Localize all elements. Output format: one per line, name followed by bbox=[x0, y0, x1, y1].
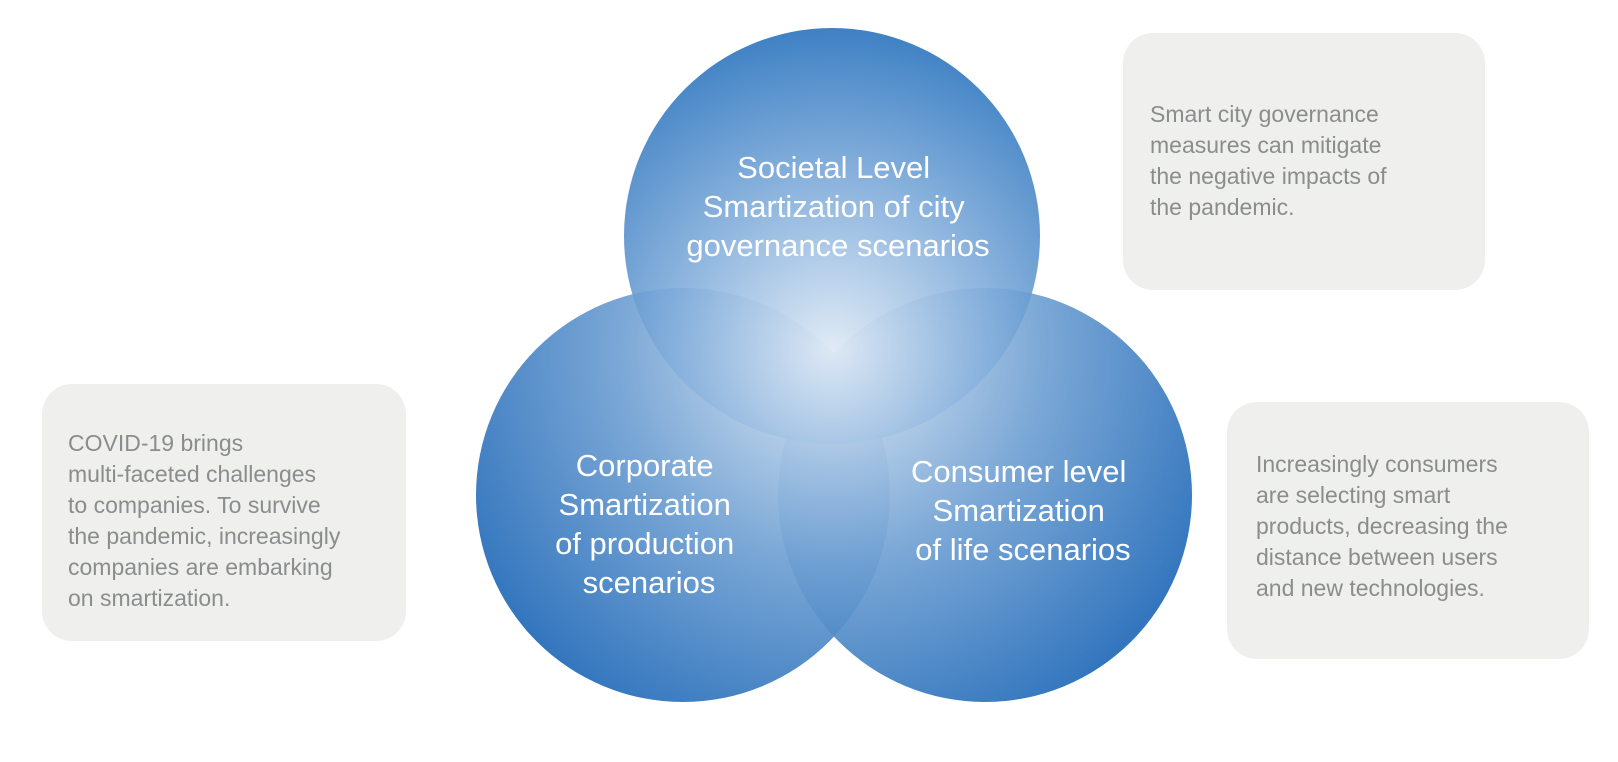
consumer-note-box: Increasingly consumers are selecting sma… bbox=[1227, 402, 1589, 659]
consumer-label: Consumer level Smartization of life scen… bbox=[911, 454, 1135, 567]
corporate-label-line: of production bbox=[555, 526, 734, 561]
societal-note-box: Smart city governance measures can mitig… bbox=[1123, 33, 1485, 290]
societal-note-text: Smart city governance measures can mitig… bbox=[1150, 101, 1387, 220]
corporate-label-line: scenarios bbox=[583, 565, 716, 600]
societal-label-line: Societal Level bbox=[737, 150, 930, 185]
societal-label: Societal Level Smartization of city gove… bbox=[686, 150, 989, 263]
corporate-label-line: Smartization bbox=[559, 487, 731, 522]
corporate-label: Corporate Smartization of production sce… bbox=[555, 448, 743, 600]
societal-label-line: Smartization of city bbox=[703, 189, 965, 224]
societal-label-line: governance scenarios bbox=[686, 228, 989, 263]
consumer-label-line: Smartization bbox=[933, 493, 1105, 528]
consumer-note-text: Increasingly consumers are selecting sma… bbox=[1256, 451, 1508, 601]
consumer-label-line: of life scenarios bbox=[915, 532, 1130, 567]
consumer-label-line: Consumer level bbox=[911, 454, 1126, 489]
corporate-note-text: COVID-19 brings multi-faceted challenges… bbox=[68, 430, 341, 611]
corporate-note-box: COVID-19 brings multi-faceted challenges… bbox=[42, 384, 406, 641]
corporate-label-line: Corporate bbox=[576, 448, 714, 483]
societal-circle bbox=[624, 28, 1040, 444]
